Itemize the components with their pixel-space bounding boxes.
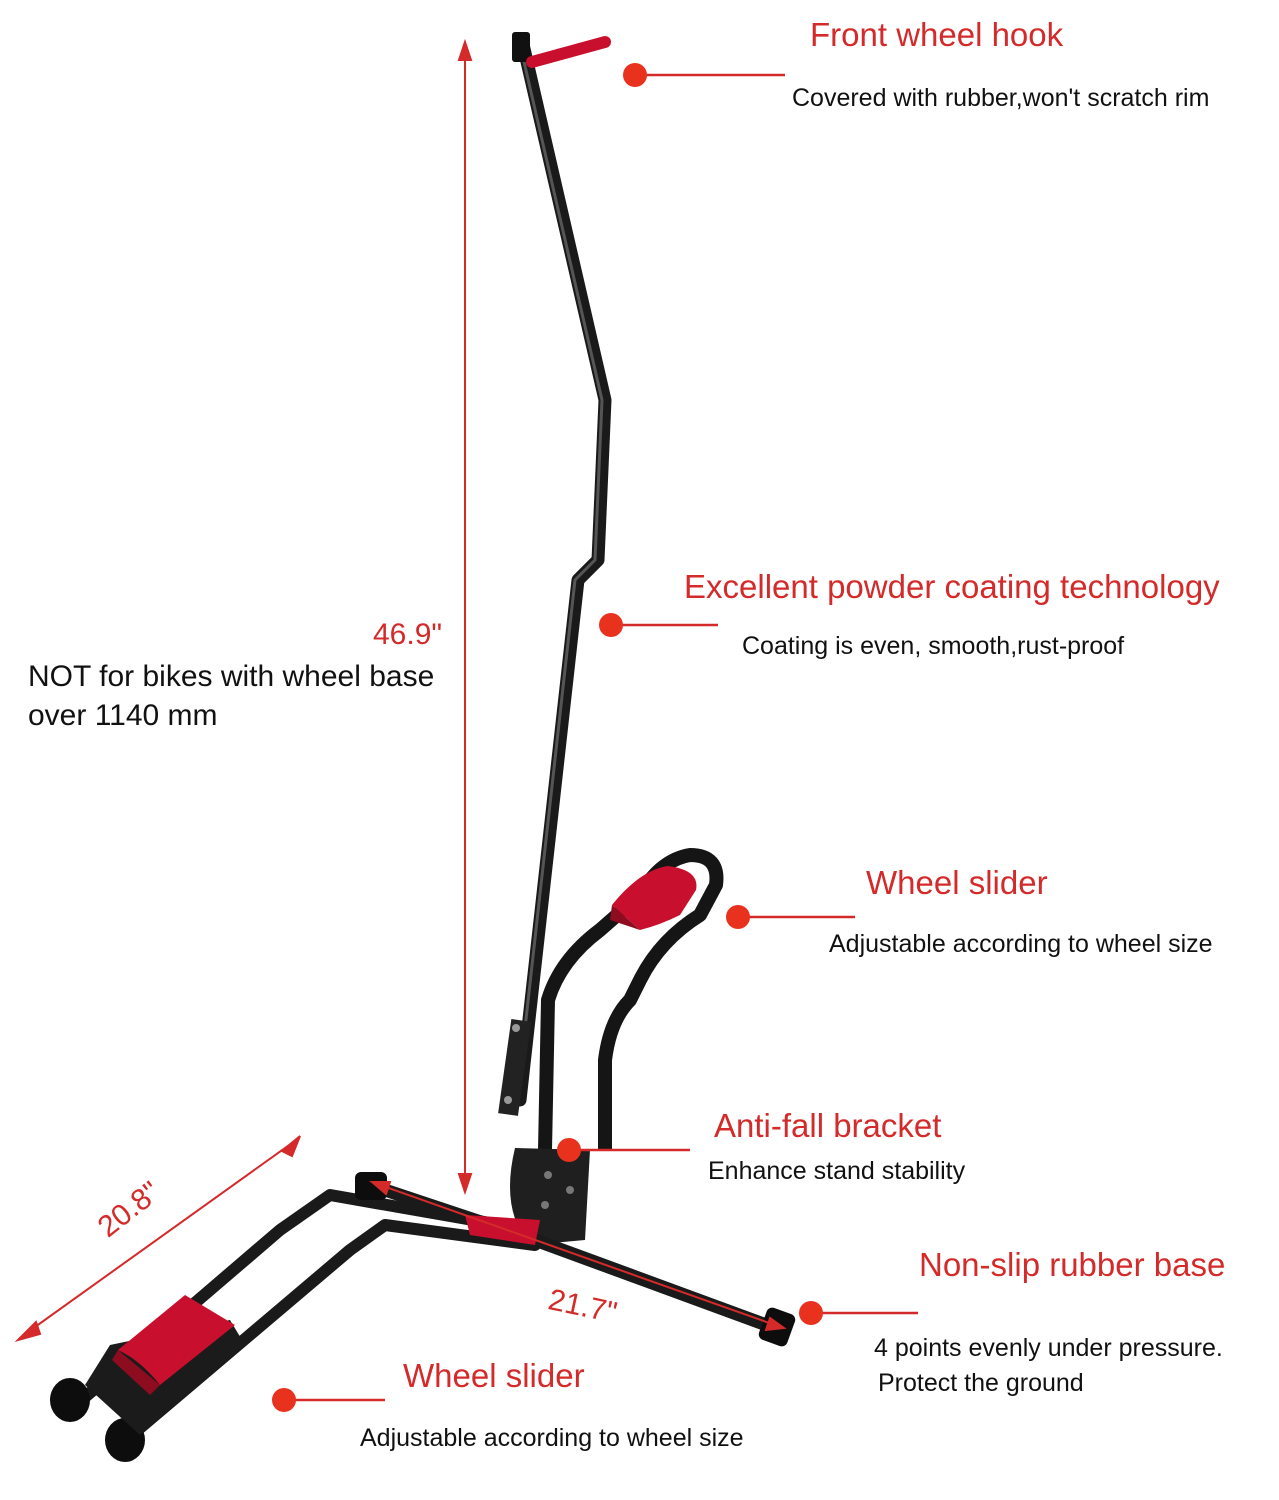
feature-desc-front-wheel-slider: Adjustable according to wheel size [360, 1424, 744, 1452]
feature-desc-anti-fall-bracket: Enhance stand stability [708, 1157, 966, 1185]
feature-title-rear-wheel-slider: Wheel slider [866, 864, 1048, 901]
feature-desc-powder-coating: Coating is even, smooth,rust-proof [742, 632, 1125, 660]
feature-desc-rear-wheel-slider: Adjustable according to wheel size [829, 930, 1213, 958]
bike-stand-illustration [50, 32, 796, 1462]
callout-front-wheel-hook-pointer [623, 63, 785, 87]
feature-desc2-rubber-base: Protect the ground [878, 1369, 1084, 1397]
feature-title-powder-coating: Excellent powder coating technology [684, 568, 1220, 605]
callout-rubber-base-pointer [799, 1301, 918, 1325]
feature-title-rubber-base: Non-slip rubber base [919, 1246, 1226, 1283]
depth-dimension-line [14, 1135, 301, 1342]
feature-title-front-wheel-hook: Front wheel hook [810, 16, 1064, 53]
callout-rear-wheel-slider-pointer [726, 905, 855, 929]
feature-title-anti-fall-bracket: Anti-fall bracket [714, 1107, 942, 1144]
feature-desc-rubber-base: 4 points evenly under pressure. [874, 1334, 1223, 1362]
width-dimension-line [369, 1181, 787, 1332]
callout-anti-fall-bracket-pointer [557, 1138, 690, 1162]
wheelbase-warning-note: NOT for bikes with wheel base over 1140 … [28, 660, 435, 732]
callout-front-wheel-slider-pointer [272, 1388, 385, 1412]
feature-title-front-wheel-slider: Wheel slider [403, 1357, 585, 1394]
height-dimension-line [457, 38, 473, 1196]
feature-desc-front-wheel-hook: Covered with rubber,won't scratch rim [792, 84, 1210, 112]
callout-powder-coating-pointer [599, 613, 718, 637]
dimension-height-label: 46.9" [373, 618, 443, 651]
